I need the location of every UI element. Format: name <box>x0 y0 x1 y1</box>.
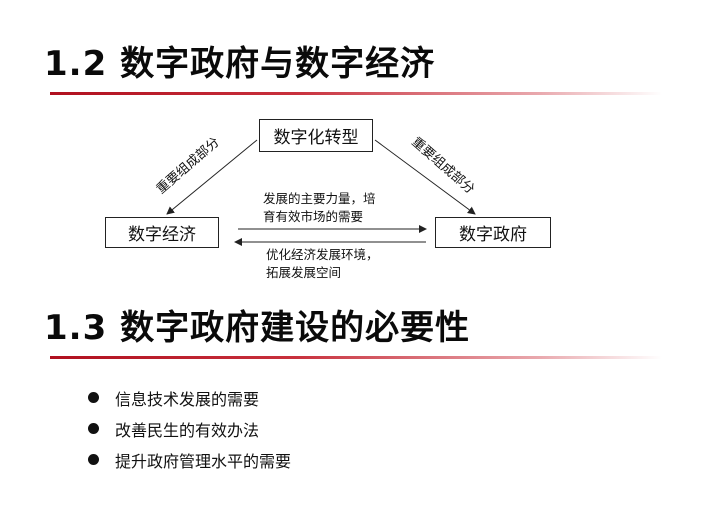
bullet-text: 提升政府管理水平的需要 <box>115 451 292 471</box>
node-digital-government: 数字政府 <box>435 217 551 248</box>
edge-label-line: 育有效市场的需要 <box>263 209 364 224</box>
edge-label-line: 优化经济发展环境， <box>266 247 379 262</box>
title-divider <box>50 356 662 359</box>
title-divider <box>50 92 662 95</box>
bullet-icon <box>88 454 99 465</box>
edge-label-to-right: 发展的主要力量，培 育有效市场的需要 <box>263 190 376 226</box>
list-item: 改善民生的有效办法 <box>88 413 291 444</box>
node-digital-economy: 数字经济 <box>105 217 219 248</box>
node-digital-transformation: 数字化转型 <box>259 119 373 152</box>
edge-label-to-left: 优化经济发展环境， 拓展发展空间 <box>266 246 379 282</box>
bullet-list: 信息技术发展的需要 改善民生的有效办法 提升政府管理水平的需要 <box>88 382 291 475</box>
arrow-top-to-left <box>166 139 258 215</box>
section-title-1-2: 1.2 数字政府与数字经济 <box>44 44 436 84</box>
edge-label-line: 发展的主要力量，培 <box>263 191 376 206</box>
bullet-icon <box>88 423 99 434</box>
list-item: 信息技术发展的需要 <box>88 382 291 413</box>
section-title-1-3: 1.3 数字政府建设的必要性 <box>44 308 471 348</box>
bullet-icon <box>88 392 99 403</box>
bullet-text: 改善民生的有效办法 <box>115 420 260 440</box>
arrow-top-to-right <box>374 139 476 215</box>
edge-label-line: 拓展发展空间 <box>266 265 342 280</box>
list-item: 提升政府管理水平的需要 <box>88 444 291 475</box>
bullet-text: 信息技术发展的需要 <box>115 389 260 409</box>
